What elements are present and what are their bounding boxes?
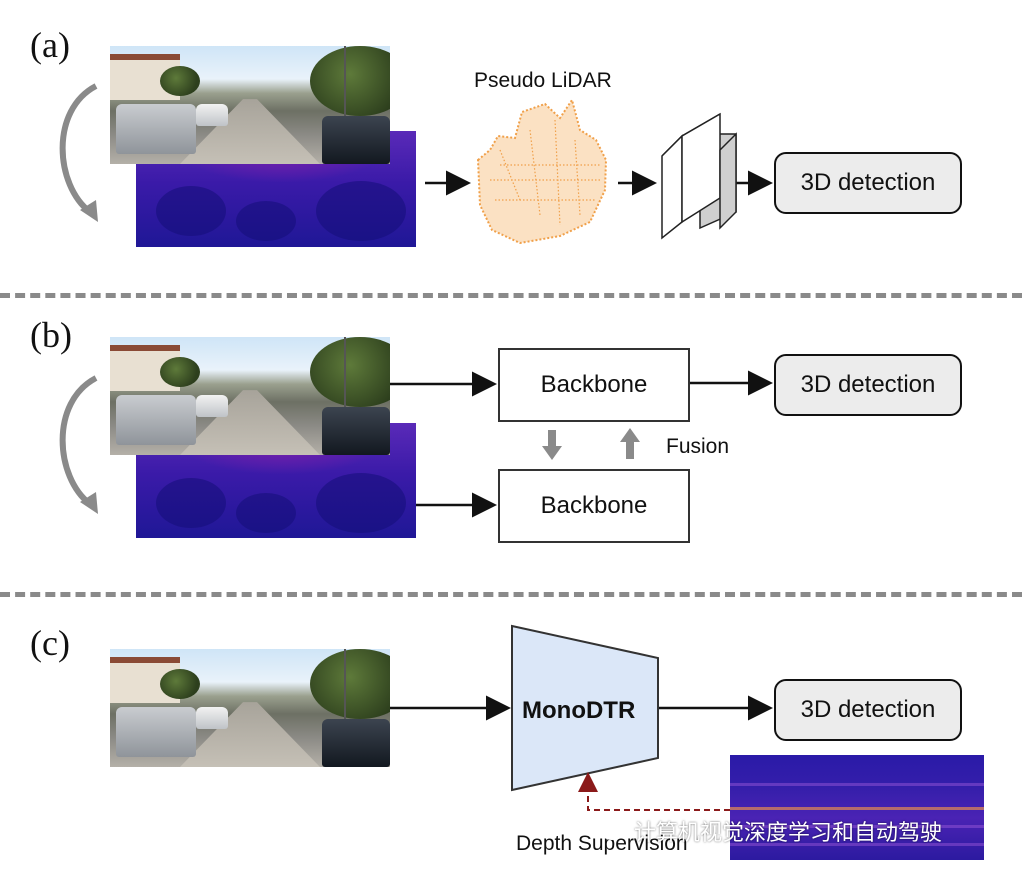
backbone-top-label: Backbone (540, 371, 648, 398)
panel-b-road-image (110, 337, 390, 455)
separator-top (0, 293, 1022, 298)
panel-c-depth-supervision-map (730, 755, 984, 860)
panel-c-label: (c) (30, 623, 70, 663)
fusion-label: Fusion (666, 435, 730, 458)
wechat-icon (600, 820, 624, 840)
panel-b-detection-label: 3D detection (800, 371, 936, 398)
backbone-top-box: Backbone (498, 348, 690, 422)
panel-b-curved-arrow (59, 375, 98, 514)
panel-b-label: (b) (30, 315, 72, 355)
panel-c-detection-label: 3D detection (800, 696, 936, 723)
panel-a-network-block (661, 112, 737, 240)
monodtr-label: MonoDTR (522, 697, 636, 724)
panel-a-depth-map (136, 131, 416, 247)
watermark-text: 计算机视觉深度学习和自动驾驶 (634, 821, 943, 846)
panel-c-road-image (110, 649, 390, 767)
backbone-bottom-box: Backbone (498, 469, 690, 543)
backbone-bottom-label: Backbone (540, 492, 648, 519)
separator-bottom (0, 592, 1022, 597)
panel-b-detection-box: 3D detection (774, 354, 962, 416)
panel-a-detection-label: 3D detection (800, 169, 936, 196)
depth-supervision-line (587, 778, 730, 811)
depth-supervision-label: Depth Supervision (516, 832, 688, 855)
panel-a-detection-box: 3D detection (774, 152, 962, 214)
panel-a-curved-arrow (59, 83, 98, 222)
pseudo-lidar-cloud (476, 97, 608, 245)
monodtr-block (511, 624, 659, 792)
panel-c-detection-box: 3D detection (774, 679, 962, 741)
panel-a-label: (a) (30, 25, 70, 65)
pseudo-lidar-label: Pseudo LiDAR (474, 69, 612, 92)
fusion-up-arrow (620, 428, 640, 459)
fusion-down-arrow (542, 430, 562, 460)
panel-a-road-image (110, 46, 390, 164)
